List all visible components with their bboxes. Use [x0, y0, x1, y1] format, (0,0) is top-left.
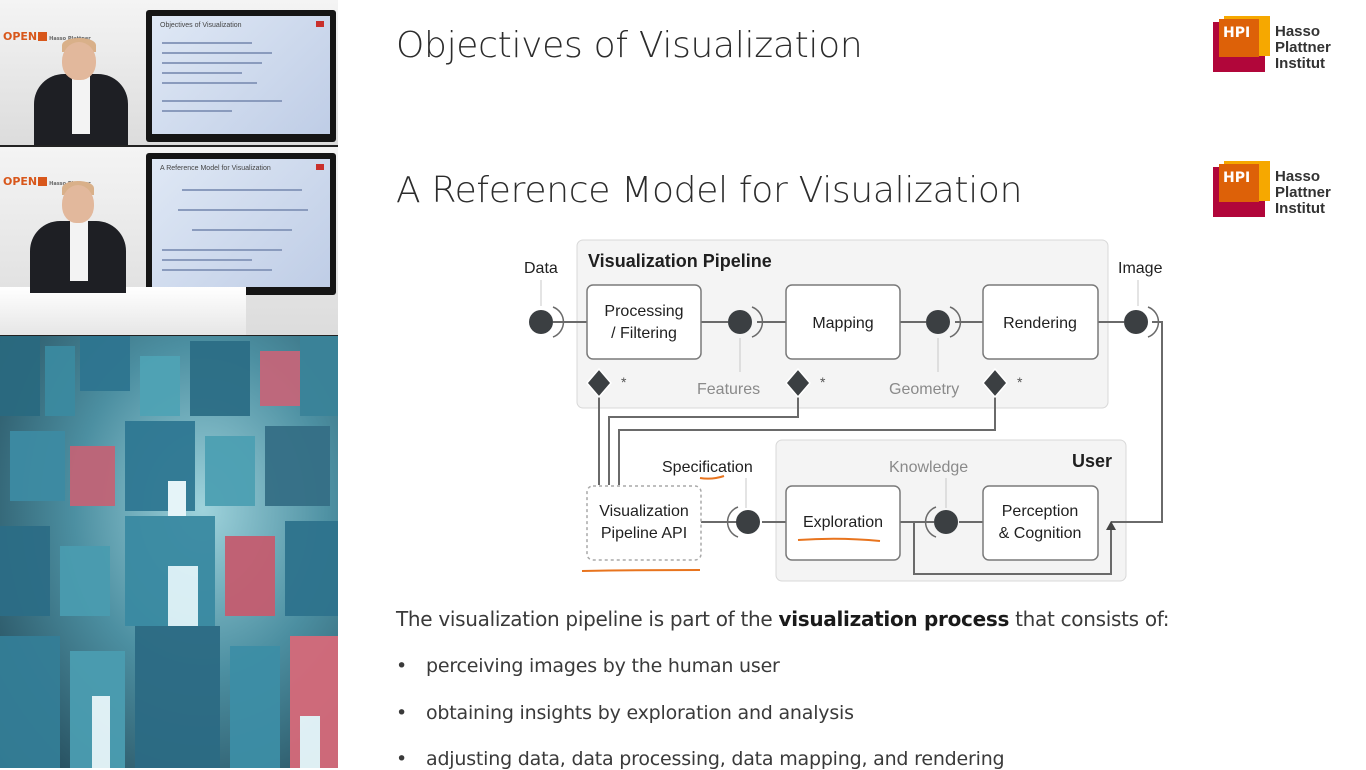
speaker-head — [62, 42, 96, 80]
processing-label: Processing — [604, 303, 683, 320]
features-label: Features — [697, 381, 760, 398]
pen-annotations — [581, 475, 881, 572]
knowledge-label: Knowledge — [889, 459, 968, 476]
image-label: Image — [1118, 260, 1163, 277]
api-label-line1: Visualization — [599, 503, 689, 520]
emphasis: visualization process — [778, 607, 1010, 631]
pipeline-api-box — [586, 485, 702, 561]
filtering-label: / Filtering — [611, 325, 677, 342]
pipeline-label: Visualization Pipeline — [588, 251, 772, 271]
mapping-label: Mapping — [812, 315, 873, 332]
list-item: •adjusting data, data processing, data m… — [396, 748, 1005, 770]
rendering-label: Rendering — [1003, 315, 1077, 332]
user-label: User — [1072, 451, 1112, 471]
presentation-monitor: Objectives of Visualization — [146, 10, 336, 142]
exploration-box — [785, 485, 901, 561]
data-city-illustration — [0, 336, 338, 768]
interface-ports — [529, 310, 1148, 534]
monitor-slide: A Reference Model for Visualization — [152, 159, 330, 287]
desk — [0, 287, 246, 335]
processing-box — [586, 284, 702, 360]
data-label: Data — [524, 260, 558, 277]
specification-label: Specification — [662, 459, 753, 476]
cover-image — [0, 336, 338, 768]
rendering-box — [982, 284, 1099, 360]
slide-title: A Reference Model for Visualization — [396, 170, 1023, 211]
perception-label-line1: Perception — [1002, 503, 1079, 520]
exploration-label: Exploration — [803, 514, 883, 531]
geometry-label: Geometry — [889, 381, 959, 398]
perception-box — [982, 485, 1099, 561]
api-label-line2: Pipeline API — [601, 525, 687, 542]
list-item: •obtaining insights by exploration and a… — [396, 702, 854, 724]
mapping-box — [785, 284, 901, 360]
perception-label-line2: & Cognition — [999, 525, 1082, 542]
intro-paragraph: The visualization pipeline is part of th… — [396, 607, 1170, 631]
presentation-monitor: A Reference Model for Visualization — [146, 153, 336, 295]
multiplicity-star: * — [1017, 374, 1023, 390]
list-item: •perceiving images by the human user — [396, 655, 780, 677]
speaker-head — [62, 185, 94, 223]
multiplicity-star: * — [820, 374, 826, 390]
aggregation-diamonds — [586, 367, 1008, 399]
monitor-slide: Objectives of Visualization — [152, 16, 330, 134]
previous-slide-title: Objectives of Visualization — [396, 25, 863, 66]
multiplicity-star: * — [621, 374, 627, 390]
